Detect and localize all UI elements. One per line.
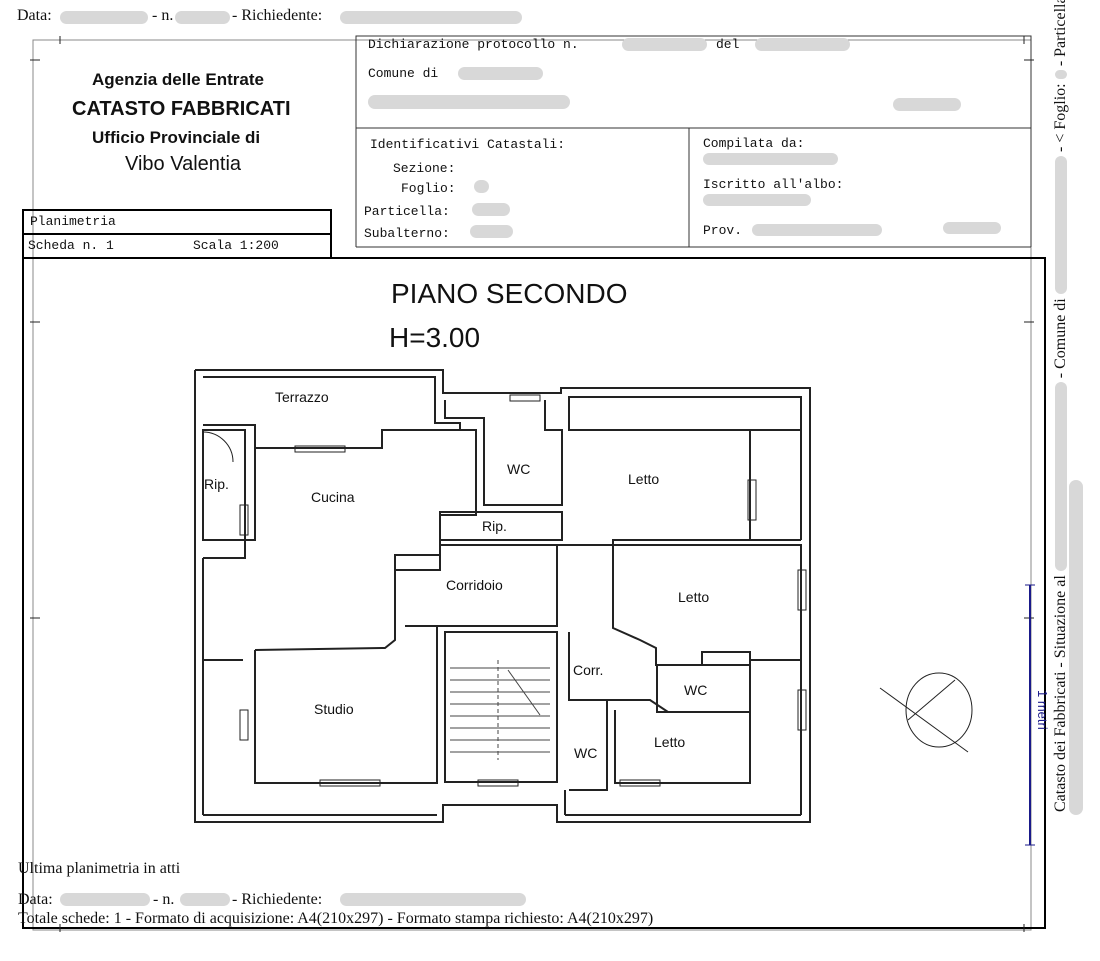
redacted-comune xyxy=(458,67,543,80)
footer-data-label: Data: xyxy=(18,891,53,908)
side-redacted-foglio xyxy=(1055,70,1067,80)
redacted-particella xyxy=(472,203,510,216)
footer-redacted-date xyxy=(60,893,150,906)
room-letto-bottom: Letto xyxy=(654,734,686,750)
office-catasto: CATASTO FABBRICATI xyxy=(72,98,291,120)
room-corridoio: Corridoio xyxy=(446,577,503,593)
side-redacted-date xyxy=(1055,382,1067,572)
room-terrazzo: Terrazzo xyxy=(275,389,329,405)
top-data-label: Data: xyxy=(17,7,52,24)
compilata-label: Compilata da: xyxy=(703,136,805,151)
footer-redacted-number xyxy=(180,893,230,906)
room-rip-middle: Rip. xyxy=(482,518,507,534)
redacted-protocol xyxy=(622,38,707,51)
identifiers-title: Identificativi Catastali: xyxy=(370,137,566,152)
scale-bar-label: 1 metri xyxy=(1035,690,1050,730)
iscritto-label: Iscritto all'albo: xyxy=(703,177,844,192)
redacted-address-extra xyxy=(893,98,961,111)
room-letto-top: Letto xyxy=(628,471,660,487)
floor-height: H=3.00 xyxy=(389,322,481,353)
footer-redacted-richiedente xyxy=(340,893,526,906)
footer-richiedente-label: - Richiedente: xyxy=(232,891,323,908)
redacted-albo xyxy=(703,194,811,206)
top-n-label: - n. xyxy=(152,7,174,24)
office-city: Vibo Valentia xyxy=(125,153,242,175)
del-label: del xyxy=(716,37,740,52)
room-cucina: Cucina xyxy=(311,489,355,505)
room-studio: Studio xyxy=(314,701,354,717)
room-wc-top: WC xyxy=(507,461,531,477)
footer-totale: Totale schede: 1 - Formato di acquisizio… xyxy=(18,910,654,927)
redacted-foglio xyxy=(474,180,489,193)
redacted-compiler xyxy=(703,153,838,165)
scala-label: Scala 1:200 xyxy=(193,238,279,253)
office-agency: Agenzia delle Entrate xyxy=(92,70,264,89)
redacted-number xyxy=(175,11,230,24)
scheda-label: Scheda n. 1 xyxy=(28,238,114,253)
room-letto-middle: Letto xyxy=(678,589,710,605)
protocol-label: Dichiarazione protocollo n. xyxy=(368,37,579,52)
particella-label: Particella: xyxy=(364,204,450,219)
side-text-catasto: Catasto dei Fabbricati - Situazione al xyxy=(1052,575,1069,812)
office-ufficio: Ufficio Provinciale di xyxy=(92,128,261,147)
side-text-foglio: - < Foglio: xyxy=(1052,83,1069,152)
footer-n-label: - n. xyxy=(153,891,175,908)
room-corr: Corr. xyxy=(573,662,604,678)
prov-label: Prov. xyxy=(703,223,743,238)
subalterno-label: Subalterno: xyxy=(364,226,450,241)
side-redacted-bar xyxy=(1069,480,1083,815)
redacted-richiedente xyxy=(340,11,522,24)
redacted-del-date xyxy=(755,38,850,51)
footer-ultima: Ultima planimetria in atti xyxy=(18,860,181,877)
room-wc-bottom: WC xyxy=(574,745,598,761)
comune-label: Comune di xyxy=(368,66,439,81)
redacted-prov xyxy=(752,224,882,236)
sezione-label: Sezione: xyxy=(393,161,456,176)
top-richiedente-label: - Richiedente: xyxy=(232,7,323,24)
room-wc-right: WC xyxy=(684,682,708,698)
redacted-subalterno xyxy=(470,225,513,238)
planimetria-title: Planimetria xyxy=(30,214,116,229)
room-rip-left: Rip. xyxy=(204,476,229,492)
side-text-comune: - Comune di xyxy=(1052,298,1069,379)
side-text-particella: - Particella: xyxy=(1052,0,1069,67)
scale-bar: 1 metri xyxy=(1034,690,1050,750)
redacted-date xyxy=(60,11,148,24)
side-redacted-comune xyxy=(1055,155,1067,295)
foglio-label: Foglio: xyxy=(401,181,456,196)
redacted-prov-extra xyxy=(943,222,1001,234)
floor-title: PIANO SECONDO xyxy=(391,278,628,309)
redacted-address xyxy=(368,95,570,109)
